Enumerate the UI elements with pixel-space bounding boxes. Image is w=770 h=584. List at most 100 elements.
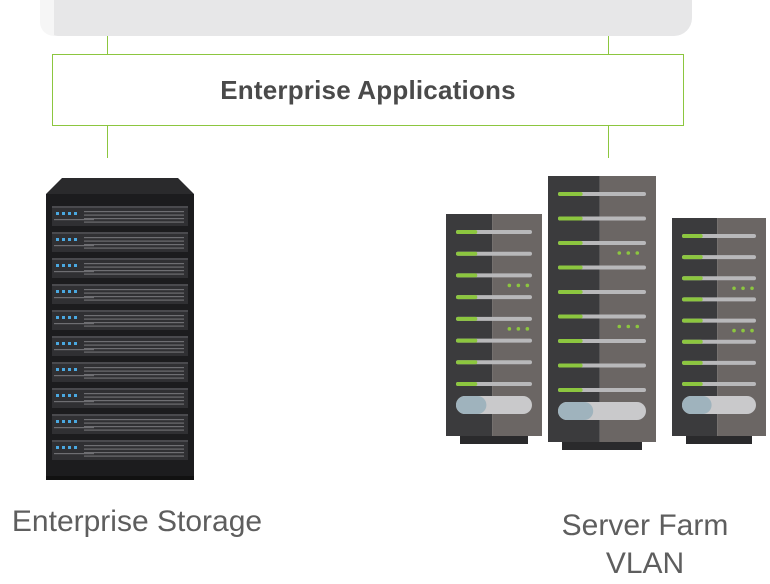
enterprise-applications-title: Enterprise Applications xyxy=(220,74,516,105)
server-slot-led xyxy=(456,230,478,234)
storage-led xyxy=(68,316,71,319)
storage-led xyxy=(62,368,65,371)
server-status-dot xyxy=(741,328,745,333)
server-slot-led xyxy=(456,338,478,343)
storage-led xyxy=(56,212,59,215)
storage-led xyxy=(74,342,77,345)
storage-led xyxy=(62,316,65,319)
server-slot-led xyxy=(456,382,478,386)
storage-led xyxy=(62,264,65,267)
server-slot-led xyxy=(682,234,703,238)
storage-led xyxy=(68,368,71,371)
server-farm-icon xyxy=(446,176,766,450)
connector-left-lower xyxy=(107,126,108,158)
server-status-dot xyxy=(516,327,521,331)
storage-led xyxy=(74,446,77,449)
storage-led xyxy=(62,238,65,241)
server-status-dot xyxy=(635,251,640,255)
storage-led xyxy=(74,394,77,397)
storage-led xyxy=(62,290,65,293)
storage-led xyxy=(56,394,59,397)
storage-led xyxy=(56,290,59,293)
storage-led xyxy=(56,368,59,371)
storage-led xyxy=(56,446,59,449)
server-slot-led xyxy=(456,316,478,321)
connector-right-lower xyxy=(608,126,609,158)
storage-shelf xyxy=(52,258,188,278)
server-label-line1: Server Farm xyxy=(561,509,729,542)
storage-shelf xyxy=(52,388,188,408)
storage-led xyxy=(68,212,71,215)
storage-shelf xyxy=(52,362,188,382)
server-slot-led xyxy=(682,297,703,302)
server-slot-led xyxy=(558,339,583,343)
server-status-dot xyxy=(750,286,754,291)
server-slot-led xyxy=(682,318,703,323)
storage-led xyxy=(74,368,77,371)
server-status-dot xyxy=(617,324,622,329)
server-slot-led xyxy=(558,388,583,392)
network-bus xyxy=(40,0,692,36)
server-status-dot xyxy=(525,327,530,331)
storage-led xyxy=(68,238,71,241)
server-status-dot xyxy=(626,251,631,255)
storage-shelf xyxy=(52,206,188,226)
storage-rack-icon xyxy=(46,178,194,480)
server-slot-led xyxy=(682,339,703,344)
storage-led xyxy=(68,290,71,293)
connector-right-upper xyxy=(608,36,609,54)
storage-led xyxy=(74,290,77,293)
server-slot-led xyxy=(682,382,703,386)
right-server-rack xyxy=(672,218,766,444)
storage-led xyxy=(74,420,77,423)
storage-led xyxy=(56,238,59,241)
server-status-dot xyxy=(741,286,745,291)
storage-base xyxy=(46,476,194,480)
storage-led xyxy=(62,212,65,215)
server-status-dot xyxy=(732,328,736,333)
server-foot xyxy=(460,436,528,444)
storage-led xyxy=(56,342,59,345)
server-slot-led xyxy=(558,241,583,245)
server-slot-led xyxy=(558,290,583,294)
server-slot-led xyxy=(558,216,583,221)
storage-led xyxy=(68,394,71,397)
storage-shelf xyxy=(52,440,188,460)
storage-led xyxy=(62,420,65,423)
storage-label: Enterprise Storage xyxy=(11,505,263,538)
server-slot-led xyxy=(456,251,478,256)
server-label-line2: VLAN xyxy=(605,547,685,580)
storage-shelf xyxy=(52,232,188,252)
storage-led xyxy=(56,420,59,423)
connector-left-upper xyxy=(107,36,108,54)
storage-shelf xyxy=(52,310,188,330)
center-server-rack xyxy=(548,176,656,450)
server-status-dot xyxy=(525,283,530,288)
server-slot-led xyxy=(558,363,583,368)
left-server-rack xyxy=(446,214,542,444)
server-status-dot xyxy=(507,283,512,288)
storage-shelf xyxy=(52,414,188,434)
storage-led xyxy=(74,212,77,215)
storage-led xyxy=(74,264,77,267)
storage-led xyxy=(56,264,59,267)
server-slot-led xyxy=(682,255,703,260)
server-slot-led xyxy=(558,314,583,319)
server-status-dot xyxy=(732,286,736,291)
server-slot-led xyxy=(682,276,703,281)
storage-led xyxy=(62,446,65,449)
server-slot-led xyxy=(558,192,583,196)
storage-led xyxy=(68,420,71,423)
server-status-dot xyxy=(635,324,640,329)
server-status-dot xyxy=(617,251,622,255)
enterprise-applications-box: Enterprise Applications xyxy=(52,54,684,126)
storage-led xyxy=(68,446,71,449)
storage-led xyxy=(62,342,65,345)
server-slot-led xyxy=(682,360,703,365)
server-foot xyxy=(686,436,752,444)
storage-led xyxy=(68,342,71,345)
server-slot-led xyxy=(456,360,478,365)
server-foot xyxy=(562,442,642,450)
storage-shelf xyxy=(52,284,188,304)
network-bus-cap xyxy=(40,0,54,36)
